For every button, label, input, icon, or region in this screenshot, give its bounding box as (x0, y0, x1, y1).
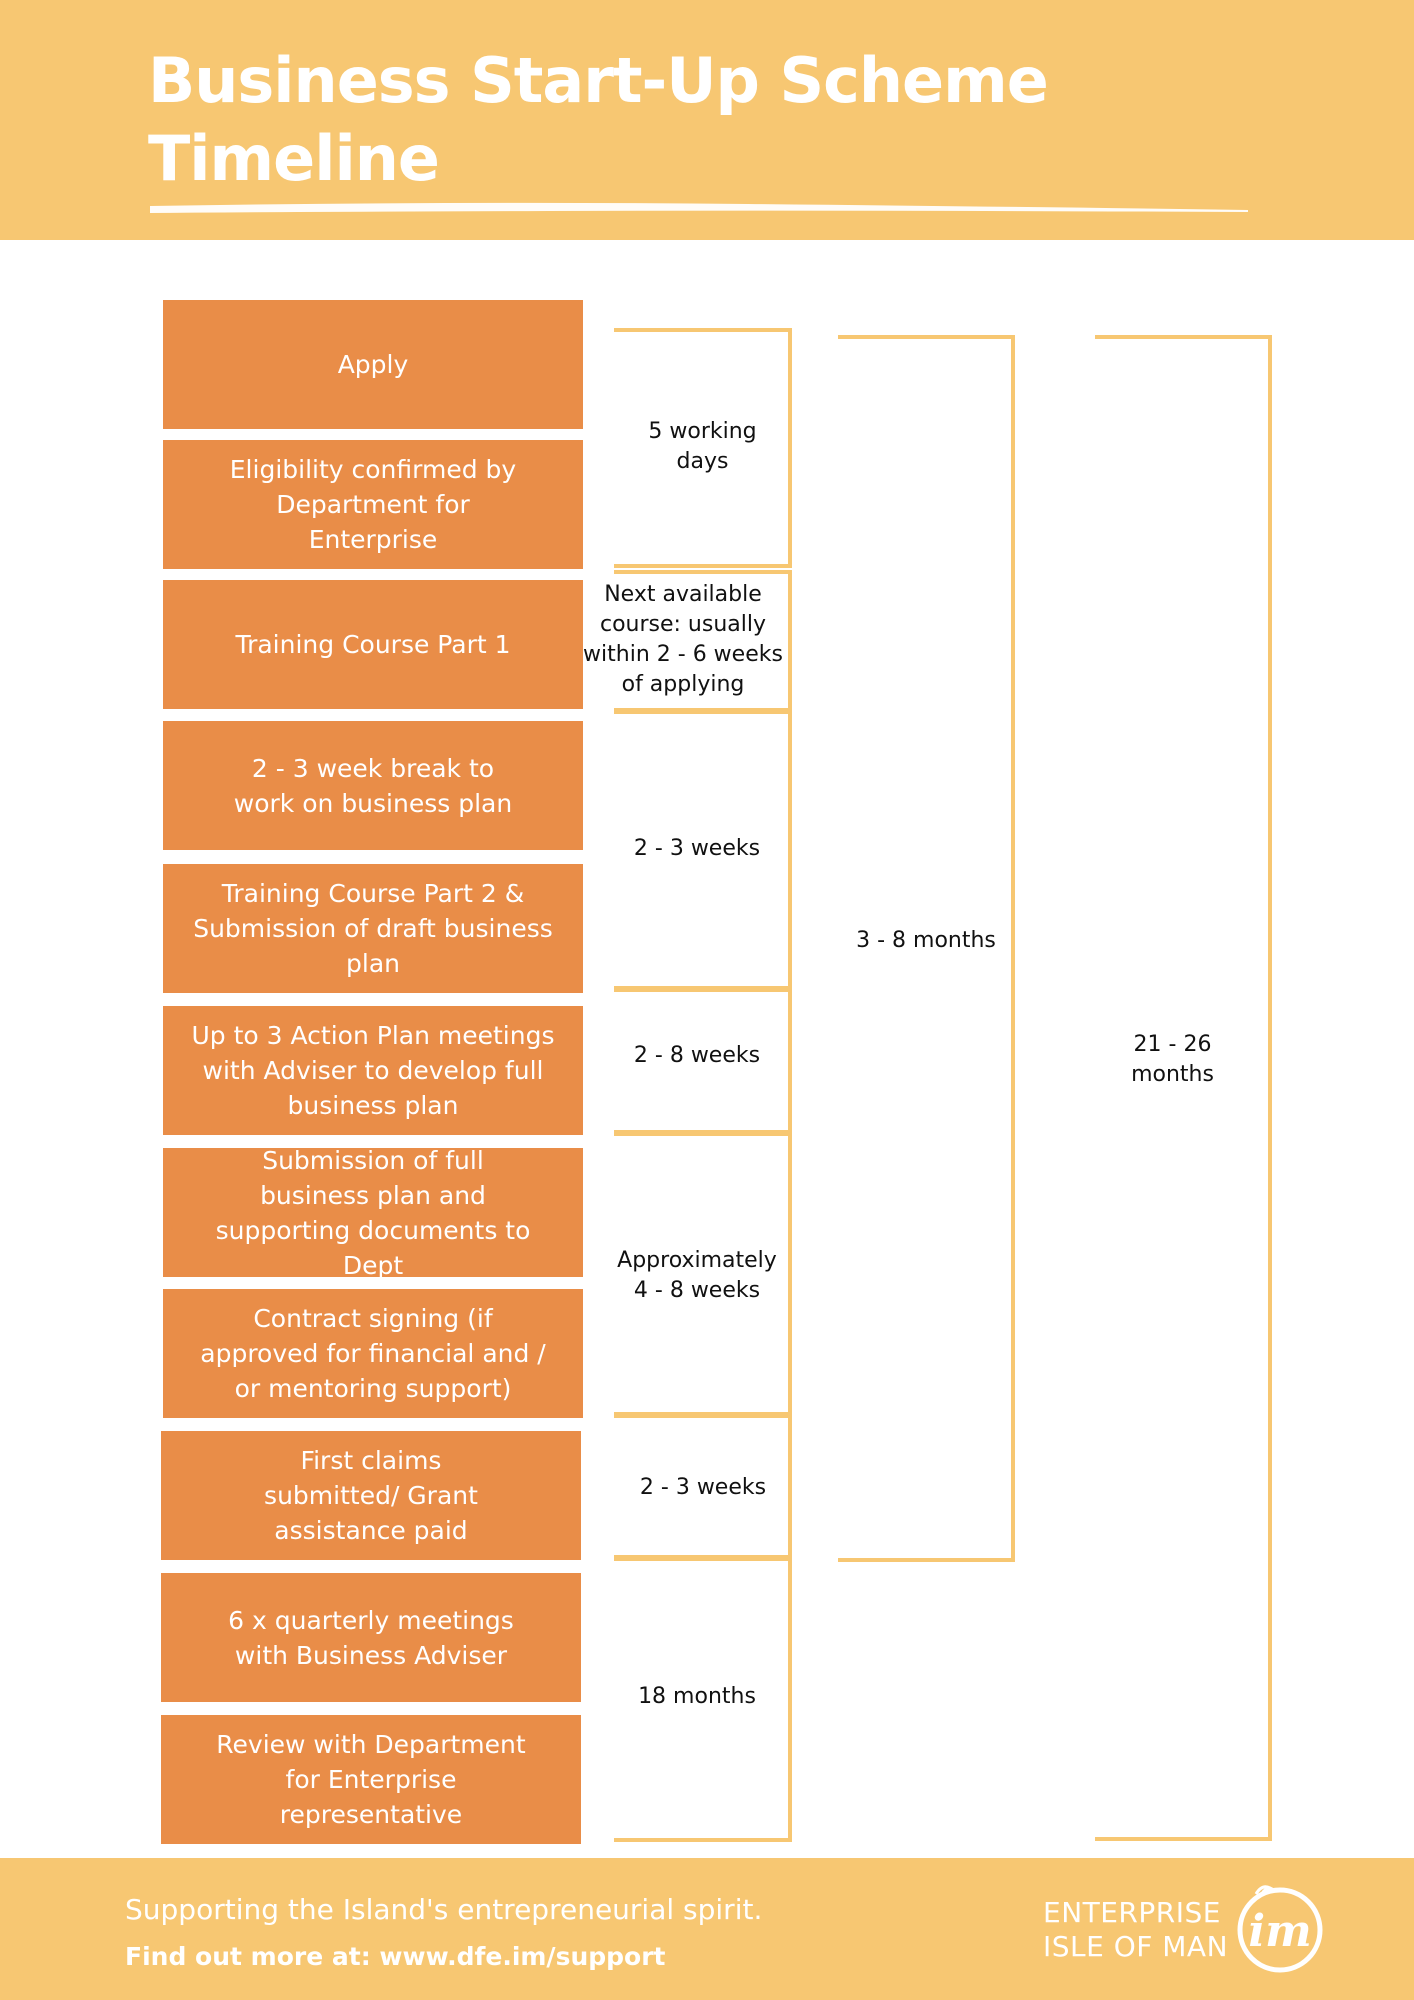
logo-mark-text: im (1248, 1906, 1311, 1957)
step-break-business-plan: 2 - 3 week break to work on business pla… (163, 721, 583, 850)
step-training-part-1: Training Course Part 1 (163, 580, 583, 709)
duration-2-8-weeks: 2 - 8 weeks (633, 1043, 761, 1068)
brush-stroke-underline (150, 202, 1248, 213)
enterprise-isle-of-man-logo-icon: im (1237, 1885, 1323, 1973)
bracket-5-working-days (614, 328, 792, 568)
step-quarterly-meetings: 6 x quarterly meetings with Business Adv… (161, 1573, 581, 1702)
footer-banner (0, 1858, 1414, 2000)
step-review: Review with Department for Enterprise re… (161, 1715, 581, 1844)
page-title: Business Start-Up Scheme (148, 44, 1049, 117)
total-21-26-months: 21 - 26 months (1131, 1032, 1214, 1087)
bracket-18-months (614, 1557, 792, 1842)
logo-text-isle-of-man: ISLE OF MAN (1043, 1930, 1229, 1963)
total-3-8-months: 3 - 8 months (856, 928, 996, 953)
logo-text-enterprise: ENTERPRISE (1043, 1896, 1221, 1929)
step-contract-signing: Contract signing (if approved for financ… (163, 1289, 583, 1418)
bracket-3-8-months (838, 335, 1015, 1562)
duration-18-months: 18 months (638, 1684, 756, 1709)
footer-support-link[interactable]: Find out more at: www.dfe.im/support (125, 1942, 666, 1971)
step-training-part-2: Training Course Part 2 & Submission of d… (163, 864, 583, 993)
header-banner (0, 0, 1414, 240)
step-apply: Apply (163, 300, 583, 429)
duration-4-8-weeks: Approximately 4 - 8 weeks (617, 1248, 777, 1303)
duration-2-3-weeks-b: 2 - 3 weeks (639, 1475, 767, 1500)
duration-2-3-weeks-a: 2 - 3 weeks (633, 836, 761, 861)
duration-5-working-days: 5 working days (648, 419, 757, 474)
step-action-plan-meetings: Up to 3 Action Plan meetings with Advise… (163, 1006, 583, 1135)
page-subtitle: Timeline (148, 122, 440, 195)
duration-next-course: Next available course: usually within 2 … (583, 582, 783, 697)
bracket-21-26-months (1095, 335, 1272, 1841)
step-submission-full-plan: Submission of full business plan and sup… (163, 1146, 583, 1280)
step-first-claims: First claims submitted/ Grant assistance… (161, 1431, 581, 1560)
footer-tagline: Supporting the Island's entrepreneurial … (125, 1893, 763, 1926)
step-eligibility-confirmed: Eligibility confirmed by Department for … (163, 440, 583, 569)
